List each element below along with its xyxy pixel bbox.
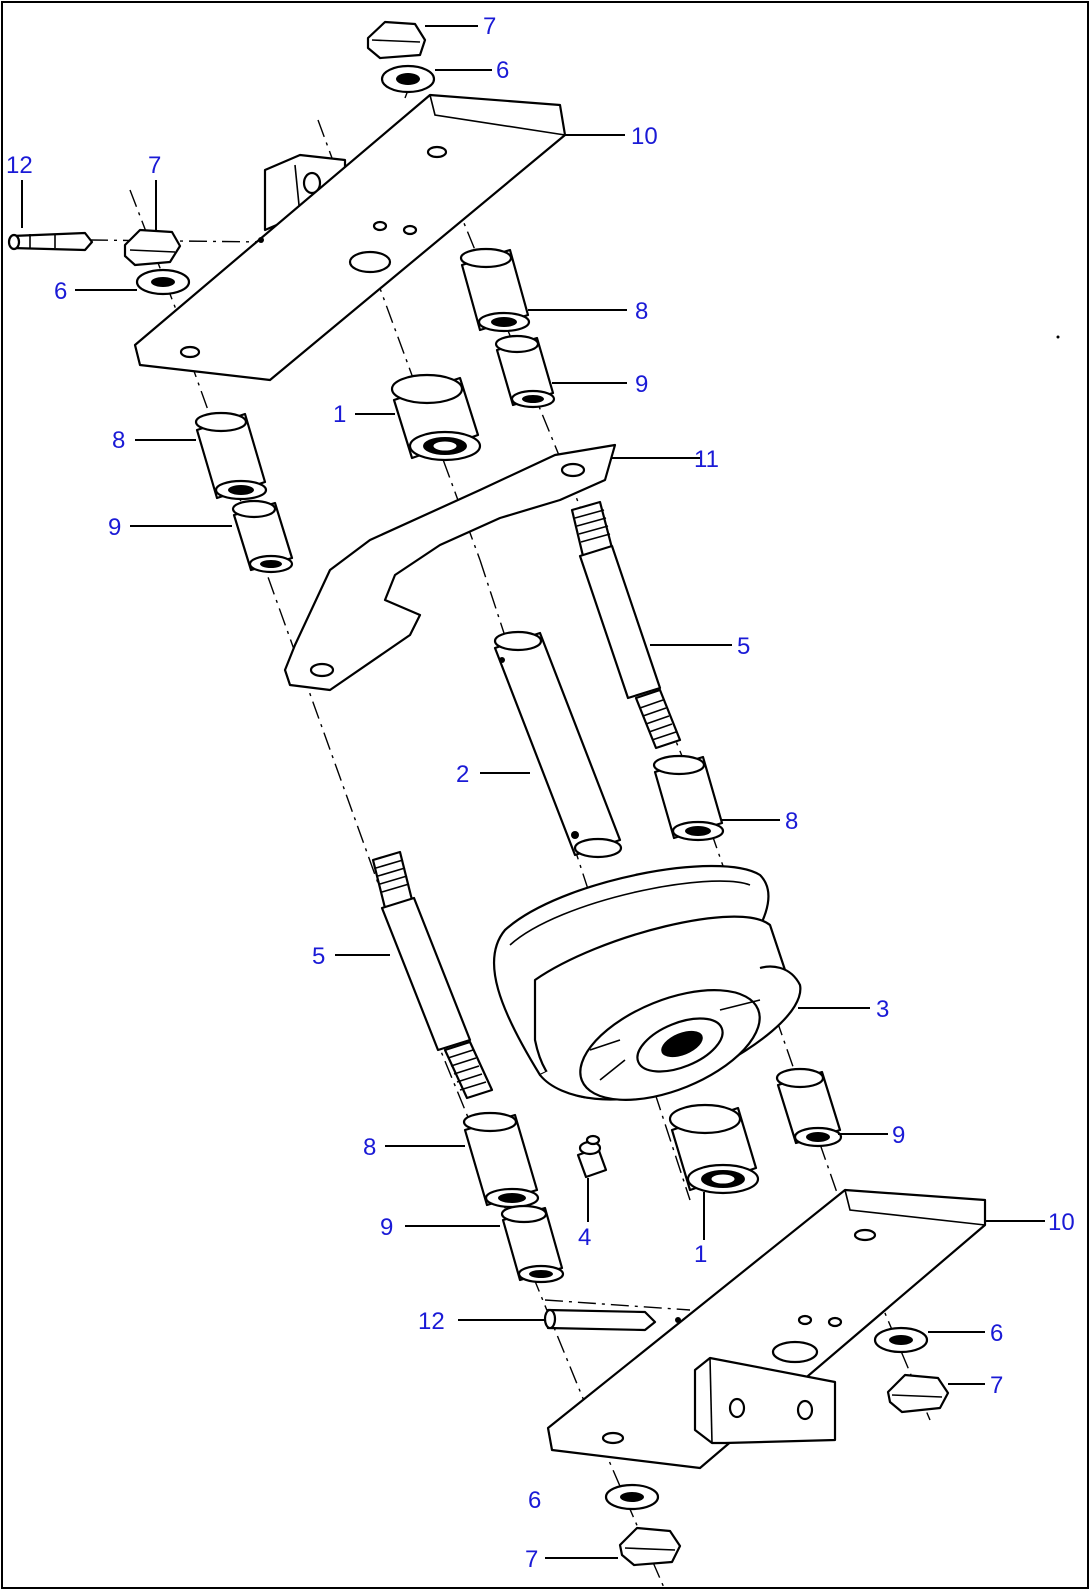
upper-right-spacer-9 [494, 334, 556, 409]
bottom-washer [604, 1483, 660, 1511]
callout-10-bottom: 10 [1048, 1209, 1075, 1236]
top-mounting-plate [133, 93, 567, 382]
callout-6-bottom: 6 [528, 1487, 541, 1514]
callout-5-right: 5 [737, 633, 750, 660]
callout-8-upper-right: 8 [635, 298, 648, 325]
left-threaded-shaft [371, 850, 494, 1100]
upper-left-spacer-9 [231, 499, 294, 574]
lower-bearing [668, 1103, 760, 1195]
callout-6-top: 6 [496, 57, 509, 84]
upper-bearing [390, 373, 482, 462]
callout-7-bottom-right: 7 [990, 1372, 1003, 1399]
callout-11: 11 [694, 446, 719, 473]
callout-labels: 7 6 10 12 7 6 8 9 1 8 11 9 5 2 8 5 3 9 8… [6, 13, 1075, 1573]
top-nut [366, 20, 427, 60]
bottom-nut [618, 1526, 682, 1567]
mid-right-spacer-8 [652, 754, 725, 842]
callout-7-left: 7 [148, 152, 161, 179]
callout-9-upper-right: 9 [635, 371, 648, 398]
top-left-nut [123, 228, 182, 267]
callout-7-top: 7 [483, 13, 496, 40]
right-threaded-shaft [570, 500, 682, 750]
callout-8-mid-right: 8 [785, 808, 798, 835]
callout-6-left: 6 [54, 278, 67, 305]
callout-8-upper-left: 8 [112, 427, 125, 454]
upper-right-spacer-8 [459, 247, 531, 333]
bottom-pin [543, 1308, 657, 1332]
callout-12-bottom: 12 [418, 1308, 445, 1335]
callout-10-top: 10 [631, 123, 658, 150]
callout-5-left: 5 [312, 943, 325, 970]
grease-fitting [576, 1134, 608, 1179]
bracket-plate [283, 443, 617, 692]
callout-2: 2 [456, 761, 469, 788]
leader-lines [21, 25, 1045, 1559]
callout-9-upper-left: 9 [108, 514, 121, 541]
callout-12-top: 12 [6, 152, 33, 179]
top-left-pin [7, 231, 94, 252]
upper-left-spacer-8 [194, 411, 268, 501]
top-washer [380, 64, 436, 94]
callout-1-lower: 1 [694, 1241, 707, 1268]
callout-6-bottom-right: 6 [990, 1320, 1003, 1347]
bottom-right-nut [886, 1373, 950, 1414]
center-pin [493, 630, 623, 859]
top-left-washer [135, 268, 191, 296]
callout-1-upper: 1 [333, 401, 346, 428]
lower-left-spacer-9 [500, 1204, 565, 1284]
callout-3: 3 [876, 996, 889, 1023]
lower-left-spacer-8 [462, 1111, 540, 1209]
lower-right-spacer-9 [775, 1067, 843, 1148]
bottom-right-washer [873, 1326, 929, 1354]
roller-wheel [492, 864, 802, 1101]
callout-8-lower-left: 8 [363, 1134, 376, 1161]
callout-7-bottom: 7 [525, 1546, 538, 1573]
bottom-mounting-plate [546, 1188, 987, 1470]
callout-9-lower-left: 9 [380, 1214, 393, 1241]
callout-4: 4 [578, 1224, 591, 1251]
callout-9-lower-right: 9 [892, 1122, 905, 1149]
